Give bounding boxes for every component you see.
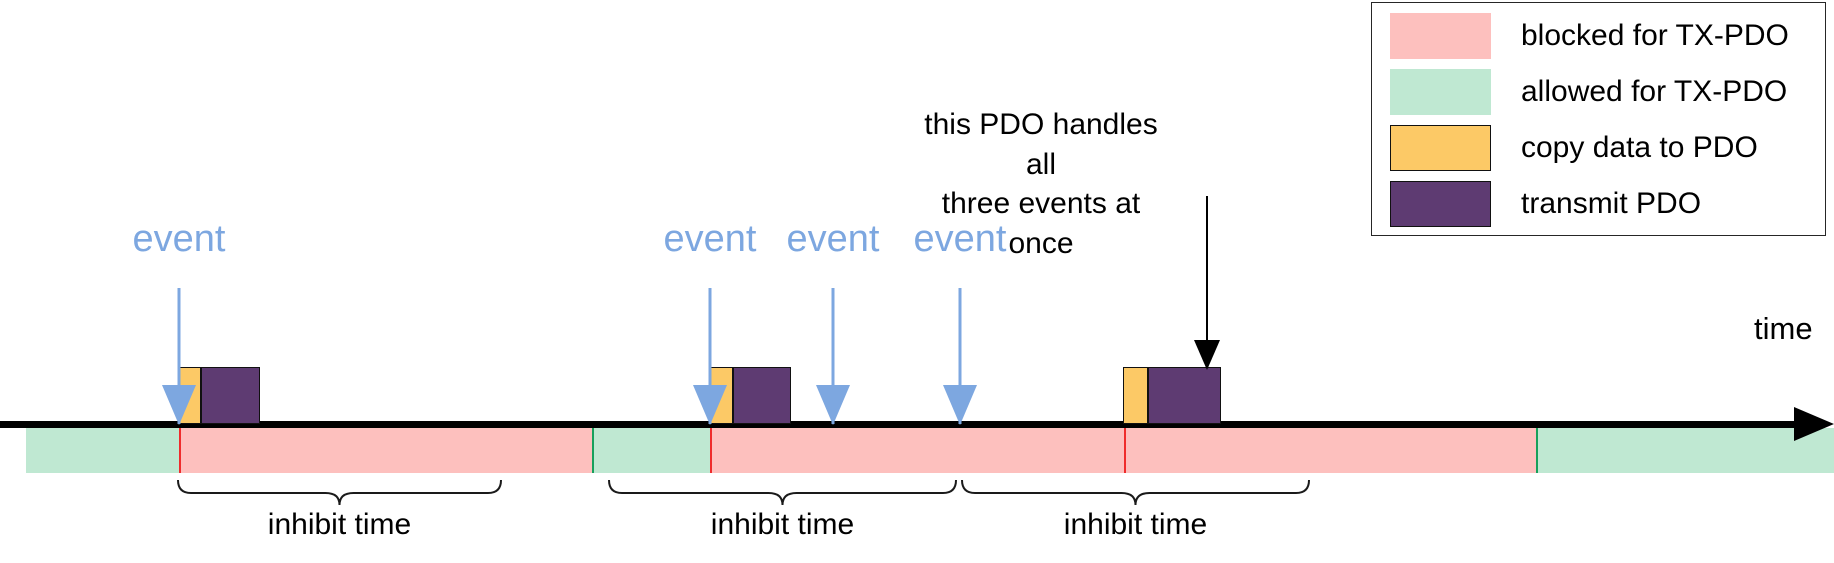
transmit-pdo-box: [201, 367, 260, 424]
event-label: event: [913, 218, 1007, 260]
legend-box: blocked for TX-PDO allowed for TX-PDO copy…: [1371, 2, 1826, 236]
legend-swatch-blocked: [1390, 13, 1491, 59]
inhibit-time-brace: [961, 479, 1310, 506]
legend-item: blocked for TX-PDO: [1390, 13, 1810, 59]
event-arrow-head-icon: [816, 385, 850, 425]
band-divider-red: [710, 428, 712, 473]
time-axis-line: [0, 421, 1806, 428]
event-arrow-head-icon: [162, 385, 196, 425]
legend-item-label: allowed for TX-PDO: [1521, 75, 1788, 108]
transmit-pdo-box: [733, 367, 791, 424]
band-divider-red: [179, 428, 181, 473]
pdo-annotation-arrow-stem: [1206, 196, 1208, 344]
inhibit-time-brace: [608, 479, 957, 506]
legend-swatch-tx: [1390, 181, 1491, 227]
event-arrow-stem: [177, 288, 181, 424]
inhibit-time-brace: [177, 479, 502, 506]
legend-swatch-allowed: [1390, 69, 1491, 115]
copy-data-to-pdo-box: [1123, 367, 1148, 424]
transmit-pdo-box: [1148, 367, 1221, 424]
band-segment-blocked: [179, 428, 592, 473]
inhibit-time-label: inhibit time: [1063, 508, 1208, 541]
pdo-annotation-line-1: this PDO handles all: [924, 108, 1158, 181]
inhibit-time-label: inhibit time: [710, 508, 855, 541]
legend-swatch-copy: [1390, 125, 1491, 171]
event-arrow-stem: [708, 288, 712, 424]
legend-item: allowed for TX-PDO: [1390, 69, 1810, 115]
event-label: event: [786, 218, 880, 260]
event-arrow-head-icon: [693, 385, 727, 425]
band-segment-allowed: [26, 428, 179, 473]
band-divider-green: [592, 428, 594, 473]
event-arrow-stem: [831, 288, 835, 424]
event-arrow-stem: [958, 288, 962, 424]
legend-item-label: copy data to PDO: [1521, 131, 1758, 164]
time-axis-label: time: [1754, 311, 1813, 346]
pdo-annotation-line-2: three events at once: [941, 187, 1141, 260]
band-divider-green: [1536, 428, 1538, 473]
band-segment-allowed: [1536, 428, 1834, 473]
legend-item-label: transmit PDO: [1521, 187, 1702, 220]
legend-item-label: blocked for TX-PDO: [1521, 19, 1789, 52]
time-axis-arrow-icon: [1794, 407, 1834, 441]
band-divider-red: [1124, 428, 1126, 473]
pdo-state-band: [26, 428, 1834, 473]
event-label: event: [132, 218, 226, 260]
pdo-activity-group: [1123, 367, 1221, 424]
legend-item: transmit PDO: [1390, 181, 1810, 227]
legend-item: copy data to PDO: [1390, 125, 1810, 171]
inhibit-time-label: inhibit time: [267, 508, 412, 541]
pdo-annotation-text: this PDO handles all three events at onc…: [906, 105, 1176, 263]
event-label: event: [663, 218, 757, 260]
event-arrow-head-icon: [943, 385, 977, 425]
pdo-annotation-arrow-head-icon: [1194, 340, 1220, 370]
band-segment-blocked: [710, 428, 1536, 473]
band-segment-allowed: [592, 428, 710, 473]
